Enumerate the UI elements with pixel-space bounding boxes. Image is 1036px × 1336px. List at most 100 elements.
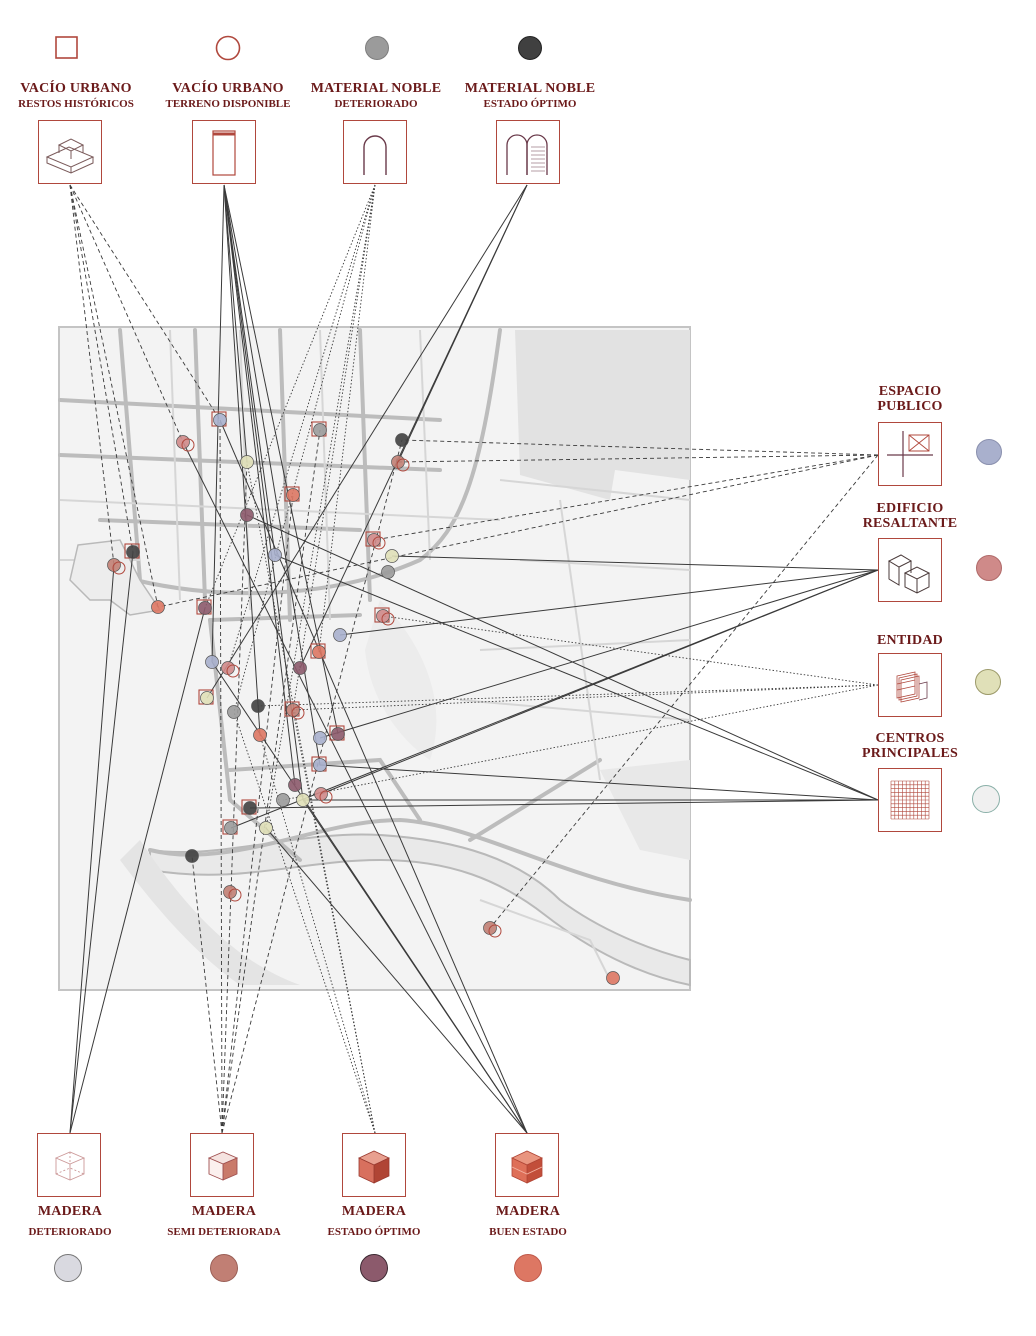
madera-deteriorado-swatch [54,1254,82,1282]
map-marker-circle [205,655,219,669]
double-arch-icon [496,120,560,184]
map-marker-circle [240,455,254,469]
map-marker-circle [268,548,282,562]
connector-line [319,764,879,801]
map-markers [107,411,620,985]
map-marker-ring [226,664,240,678]
map-marker-ring [319,790,333,804]
map-marker-circle [240,508,254,522]
map-marker-circle [200,691,214,705]
map-marker-circle [385,549,399,563]
connector-line [157,454,879,608]
connector-line [204,184,376,609]
connector-line [69,551,134,1134]
entidad-swatch [975,669,1001,695]
connector-line [318,184,376,653]
connector-line [219,419,528,1134]
legend-label-entidad: ENTIDAD [877,633,943,648]
arch-icon [343,120,407,184]
legend-label-noble-optimo: MATERIAL NOBLE ESTADO ÓPTIMO [464,81,596,110]
connector-line [259,734,376,1134]
filled-cube-icon [495,1133,559,1197]
connector-line [69,184,221,421]
connector-lines [69,184,879,1134]
wire-cube-icon [37,1133,101,1197]
madera-buen-swatch [514,1254,542,1282]
map-marker-circle [198,601,212,615]
connector-line [69,564,115,1134]
connector-line [221,494,294,1134]
connector-line [69,184,159,608]
map-marker-circle [276,793,290,807]
map-marker-circle [185,849,199,863]
map-marker-circle [251,699,265,713]
map-block [515,330,690,500]
connector-line [489,454,879,929]
connector-line [382,615,879,686]
map-marker-circle [313,731,327,745]
legend-label-madera-deteriorado: MADERA DETERIORADO [28,1204,112,1238]
connector-line [265,827,528,1134]
map-marker-circle [313,423,327,437]
top-legend-markers [55,35,542,61]
river [149,833,691,987]
half-cube-icon [190,1133,254,1197]
circle-outline-icon [215,35,241,61]
dark-circle-icon [518,36,542,60]
connector-line [69,184,115,566]
connector-line [223,184,276,556]
legend-label-madera-buen: MADERA BUEN ESTADO [489,1204,567,1238]
map-marker-circle [243,801,257,815]
connector-line [391,555,879,571]
connector-line [320,569,879,795]
connector-line [182,441,528,1134]
legend-label-noble-deteriorado: MATERIAL NOBLE DETERIORADO [310,81,442,110]
madera-semi-swatch [210,1254,238,1282]
grid-icon [878,768,942,832]
map-marker-ring [396,458,410,472]
centros-principales-swatch [972,785,1000,813]
map-marker-ring [381,612,395,626]
legend-label-vacio-historicos: VACÍO URBANO RESTOS HISTÓRICOS [18,81,134,110]
connector-line [265,184,376,829]
map-marker-circle [224,821,238,835]
connector-line [233,711,376,1134]
connector-line [223,184,304,801]
legend-label-madera-optimo: MADERA ESTADO ÓPTIMO [327,1204,421,1238]
map-marker-circle [395,433,409,447]
map-marker-ring [372,536,386,550]
connector-line [249,799,879,809]
connector-line [397,454,879,463]
map-marker-ring [228,888,242,902]
map-marker-circle [606,971,620,985]
map-marker-ring [488,924,502,938]
madera-optimo-swatch [360,1254,388,1282]
map-block [600,760,690,860]
espacio-publico-swatch [976,439,1002,465]
map-marker-circle [213,413,227,427]
map-marker-ring [291,706,305,720]
connector-line [246,514,879,801]
map-marker-circle [288,778,302,792]
connector-line [302,799,528,1134]
map-marker-ring [181,438,195,452]
map-marker-circle [126,545,140,559]
connector-line [206,184,528,699]
map-marker-circle [227,705,241,719]
map-marker-circle [286,488,300,502]
square-outline-icon [55,36,78,59]
connector-line [299,184,528,669]
connector-line [221,429,321,1134]
map-marker-ring [112,561,126,575]
legend-label-espacio-publico: ESPACIO PUBLICO [877,384,943,414]
legend-label-vacio-terreno: VACÍO URBANO TERRENO DISPONIBLE [165,81,291,110]
two-cubes-icon [878,538,942,602]
connector-line [401,439,879,456]
connector-line [221,439,403,1134]
map-marker-circle [381,565,395,579]
connector-line [319,569,879,739]
connector-line [339,569,879,636]
connector-line [69,607,206,1134]
connector-line [191,855,223,1134]
